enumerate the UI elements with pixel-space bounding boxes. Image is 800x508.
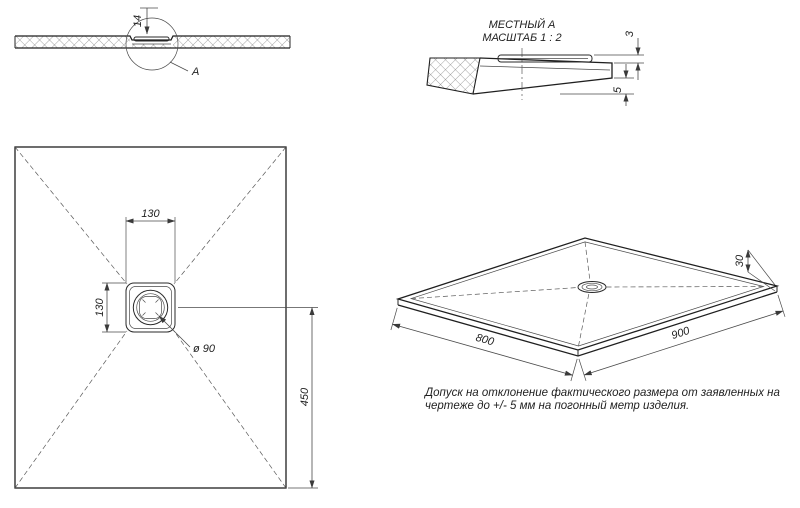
plan-slope-diagonals (14, 146, 287, 489)
detail-label: A (191, 66, 199, 78)
drain-plan (125, 282, 176, 333)
dim-450: 450 (178, 307, 318, 489)
section-outline (14, 35, 291, 49)
detail-circle-a (125, 17, 179, 71)
dim-130-horizontal: 130 (125, 208, 176, 283)
detail-drain-cover (497, 54, 593, 63)
detail-rim-hatch (426, 57, 481, 95)
detail-leader-line (169, 61, 189, 72)
dim-30-label: 30 (734, 254, 746, 267)
section-hatch (15, 36, 290, 48)
drain-cover-section (133, 36, 170, 42)
dim-900: 900 (578, 294, 786, 381)
tolerance-note-line2: чертеже до +/- 5 мм на погонный метр изд… (425, 400, 689, 412)
dim-450-label: 450 (299, 387, 311, 406)
dim-130h-label: 130 (141, 208, 160, 220)
dim-900-label: 900 (670, 325, 692, 342)
isometric-view: 800 900 30 (390, 237, 786, 382)
dim-14: 14 (132, 7, 158, 35)
plan-view: 130 130 ø 90 450 (14, 146, 318, 489)
tray-outline-plan (14, 146, 287, 489)
dim-130v-label: 130 (94, 297, 106, 316)
section-view: A 14 (14, 7, 291, 78)
dim-d90-label: ø 90 (193, 343, 216, 355)
tray-thickness-edges (397, 286, 778, 357)
tray-rim-inner-edge (409, 241, 765, 347)
slope-diagonals-iso (410, 241, 764, 347)
dim-30: 30 (734, 249, 776, 292)
dim-14-label: 14 (132, 15, 144, 27)
dim-800: 800 (390, 307, 578, 382)
dim-5: 5 (560, 64, 634, 106)
detail-body-outline (472, 48, 613, 100)
dim-800-label: 800 (474, 332, 496, 349)
detail-scale: МАСШТАБ 1 : 2 (482, 32, 561, 44)
dim-drain-diameter: ø 90 (158, 315, 216, 355)
dim-3: 3 (594, 30, 644, 80)
dim-130-vertical: 130 (94, 282, 126, 333)
detail-view-a: МЕСТНЫЙ А МАСШТАБ 1 : 2 3 5 (426, 18, 644, 106)
drain-iso (577, 281, 607, 293)
tray-top-face (395, 237, 780, 351)
dim-5-label: 5 (612, 86, 624, 93)
dim-3-label: 3 (624, 30, 636, 37)
tolerance-note: Допуск на отклонение фактического размер… (423, 387, 780, 412)
detail-title: МЕСТНЫЙ А (489, 18, 556, 31)
tolerance-note-line1: Допуск на отклонение фактического размер… (423, 387, 780, 399)
